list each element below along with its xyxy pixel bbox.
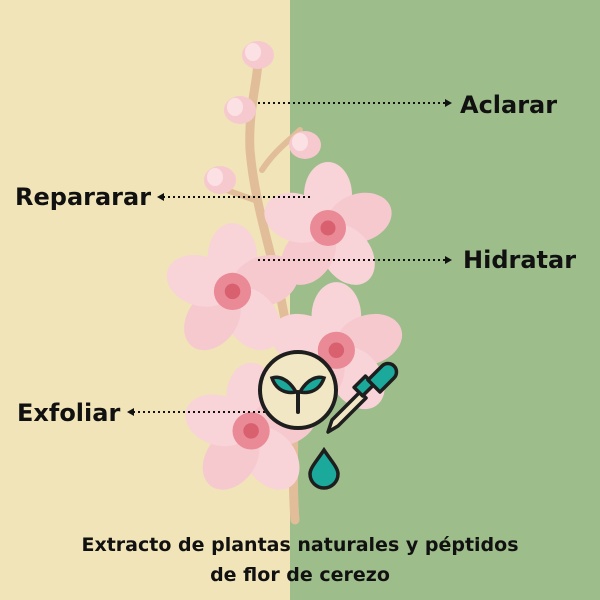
- dropper-icon: [326, 361, 399, 434]
- dotted-arrows: [134, 102, 446, 413]
- caption-line-2: de flor de cerezo: [210, 564, 390, 587]
- label-hidratar: Hidratar: [463, 246, 577, 274]
- drop-icon: [308, 446, 340, 490]
- label-reparar: Repararar: [15, 183, 152, 211]
- caption: Extracto de plantas naturales y péptidos…: [0, 530, 600, 591]
- label-exfoliar: Exfoliar: [17, 399, 121, 427]
- caption-line-1: Extracto de plantas naturales y péptidos: [81, 534, 519, 556]
- label-aclarar: Aclarar: [460, 91, 558, 119]
- sprout-icon: [258, 350, 338, 430]
